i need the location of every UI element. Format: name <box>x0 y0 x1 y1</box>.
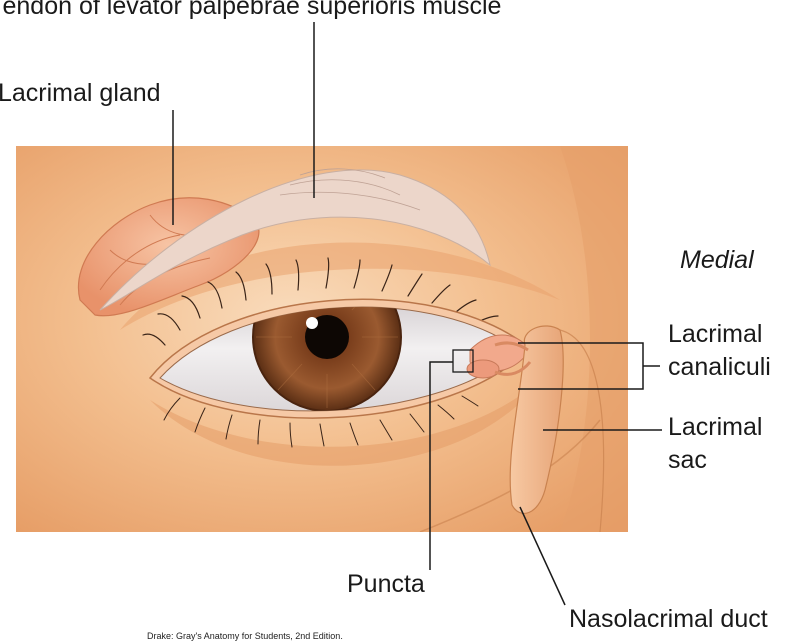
label-tendon: Tendon of levator palpebrae superioris m… <box>0 0 502 20</box>
pupil-highlight <box>306 317 318 329</box>
iris-fibers <box>256 307 398 408</box>
label-canaliculi-line2: canaliculi <box>668 353 771 381</box>
label-puncta: Puncta <box>347 570 425 598</box>
label-medial: Medial <box>680 246 754 274</box>
lacrimal-sac-shape <box>509 325 564 515</box>
nose-contour <box>559 329 605 533</box>
label-nasolacrimal-duct: Nasolacrimal duct <box>569 605 768 633</box>
levator-tendon-shape <box>99 168 491 311</box>
leader-lines <box>172 22 662 606</box>
label-canaliculi-line1: Lacrimal <box>668 320 763 348</box>
upper-eyelashes <box>142 257 499 346</box>
lower-eyelashes <box>163 395 479 448</box>
label-sac-line2: sac <box>668 446 707 474</box>
label-lacrimal-gland: Lacrimal gland <box>0 79 161 107</box>
puncta-marker <box>452 349 474 373</box>
label-sac-line1: Lacrimal <box>668 413 763 441</box>
canaliculi-shape <box>494 341 532 376</box>
source-caption: Drake: Gray's Anatomy for Students, 2nd … <box>147 631 343 641</box>
